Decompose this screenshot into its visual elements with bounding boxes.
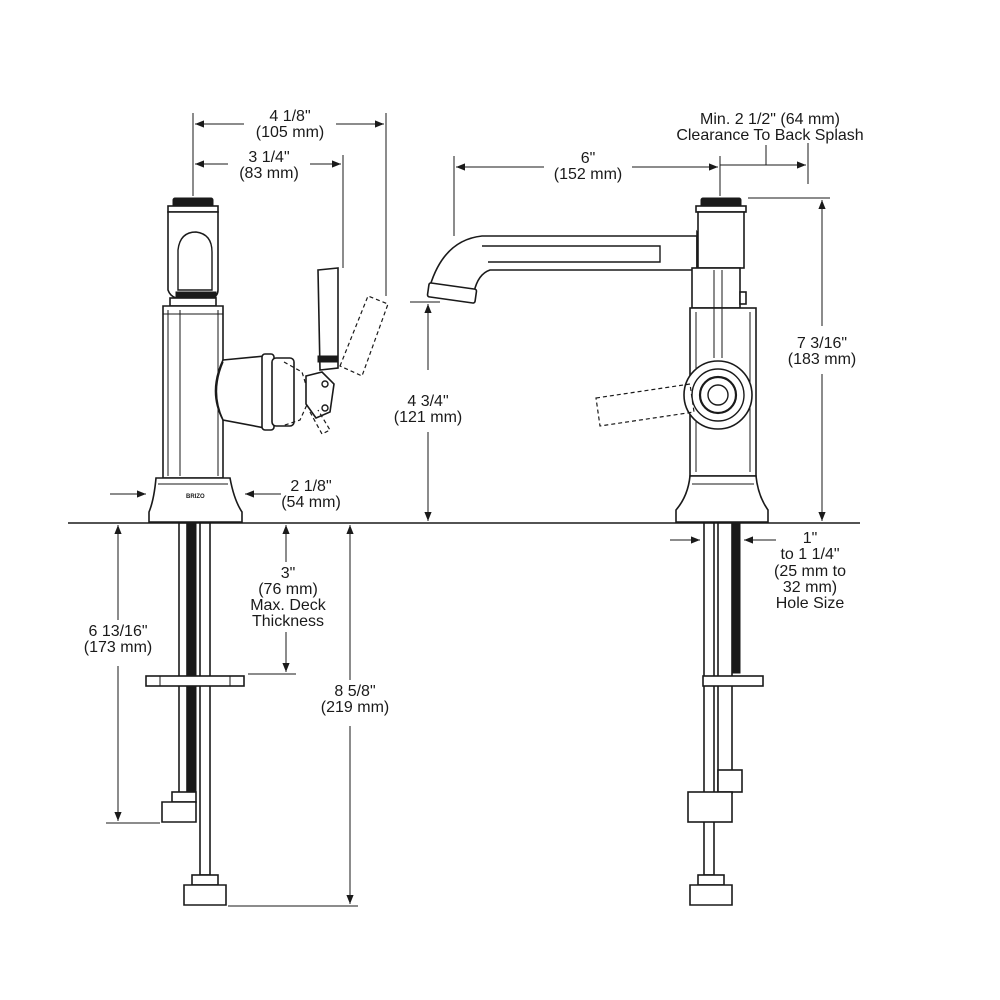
dim-overall-height-text: 7 3/16" bbox=[797, 335, 847, 352]
dim-shank-text: 6 13/16" bbox=[88, 623, 147, 640]
dim-deck-label1: Max. Deck bbox=[250, 597, 327, 614]
dim-hole-line3: (25 mm to bbox=[774, 563, 846, 580]
dim-overall-height-mm: (183 mm) bbox=[788, 351, 856, 368]
dim-deck-text: 3" bbox=[281, 565, 296, 582]
dim-base-text: 2 1/8" bbox=[290, 478, 331, 495]
dim-deck-label2: Thickness bbox=[252, 613, 324, 630]
dim-hole-line5: Hole Size bbox=[776, 595, 845, 612]
dim-overall-below-mm: (219 mm) bbox=[321, 699, 389, 716]
dim-hole-line1: 1" bbox=[803, 530, 818, 547]
right-faucet-front-view bbox=[426, 197, 769, 906]
dim-overall-width-mm: (105 mm) bbox=[256, 124, 324, 141]
dim-hole-line2: to 1 1/4" bbox=[780, 546, 839, 563]
dim-overall-below-text: 8 5/8" bbox=[334, 683, 375, 700]
brand-mark: BRIZO bbox=[186, 494, 205, 500]
left-faucet-side-view: BRIZO bbox=[145, 197, 389, 906]
dim-reach-mm: (152 mm) bbox=[554, 166, 622, 183]
dim-base-mm: (54 mm) bbox=[281, 494, 341, 511]
dim-overall-width-text: 4 1/8" bbox=[269, 108, 310, 125]
dim-clearance-line2: Clearance To Back Splash bbox=[676, 127, 863, 144]
dim-deck-mm: (76 mm) bbox=[258, 581, 318, 598]
dim-clearance-line1: Min. 2 1/2" (64 mm) bbox=[700, 111, 840, 128]
dim-reach-text: 6" bbox=[581, 150, 596, 167]
dim-handle-reach-mm: (83 mm) bbox=[239, 165, 299, 182]
dim-spout-height-text: 4 3/4" bbox=[407, 393, 448, 410]
dim-shank-mm: (173 mm) bbox=[84, 639, 152, 656]
dim-spout-height-mm: (121 mm) bbox=[394, 409, 462, 426]
dim-handle-reach-text: 3 1/4" bbox=[248, 149, 289, 166]
dim-hole-line4: 32 mm) bbox=[783, 579, 837, 596]
